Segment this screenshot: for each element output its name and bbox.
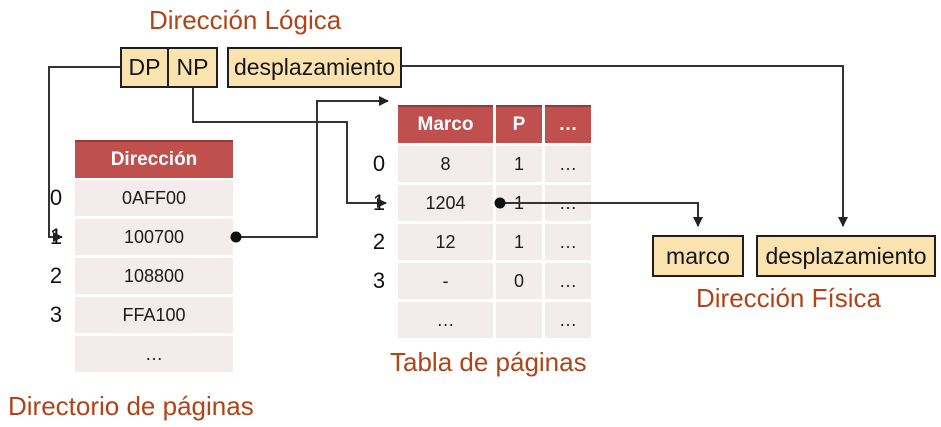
directory-row: 1 100700: [40, 219, 233, 255]
directory-row: 3 FFA100: [40, 297, 233, 333]
page-table-row-index: [363, 302, 395, 338]
physical-address-title: Dirección Física: [696, 283, 881, 313]
page-table-row: … …: [363, 302, 591, 338]
page-table-more-cell: …: [545, 263, 591, 299]
page-table-row: 2 12 1 …: [363, 224, 591, 260]
page-table-more-cell: …: [545, 302, 591, 338]
directory-caption: Directorio de páginas: [8, 391, 254, 421]
page-table-row-index: 0: [372, 151, 386, 176]
directory-row-value: …: [75, 336, 233, 372]
page-table-row: 3 - 0 …: [363, 263, 591, 299]
logical-address-dp-np-box: DP NP: [120, 47, 218, 88]
logical-address-title: Dirección Lógica: [149, 5, 342, 35]
page-table: Marco P … 0 8 1 … 1 1204 1 … 2 12 1 … 3 …: [363, 105, 591, 341]
directory-row-index: 0: [49, 185, 63, 210]
directory-row-value: 0AFF00: [75, 180, 233, 216]
directory-header-cell: Dirección: [75, 140, 233, 178]
directory-row-index: 3: [49, 302, 63, 327]
directory-row: 0 0AFF00: [40, 180, 233, 216]
directory-row-index: 1: [49, 224, 63, 249]
page-table-more-cell: …: [545, 146, 591, 182]
page-table-p-cell: 1: [496, 146, 542, 182]
page-table-row-index: 1: [372, 190, 386, 215]
page-table-more-cell: …: [545, 224, 591, 260]
page-table-marco-cell: …: [398, 302, 493, 338]
directory-row: 2 108800: [40, 258, 233, 294]
page-table-header-marco: Marco: [398, 105, 493, 143]
page-table-marco-cell: 12: [398, 224, 493, 260]
page-table-header-p: P: [496, 105, 542, 143]
physical-frame-field: marco: [652, 235, 744, 277]
page-table-marco-cell: 1204: [398, 185, 493, 221]
logical-offset-field: desplazamiento: [227, 47, 402, 88]
directory-row-value: FFA100: [75, 297, 233, 333]
dp-field: DP: [128, 54, 161, 80]
page-table-p-cell: 1: [496, 185, 542, 221]
page-table-marco-cell: -: [398, 263, 493, 299]
page-table-row: 1 1204 1 …: [363, 185, 591, 221]
directory-row-index: 2: [49, 263, 63, 288]
page-table-p-cell: [496, 302, 542, 338]
page-table-p-cell: 1: [496, 224, 542, 260]
directory-row-index: [40, 336, 72, 372]
page-table-caption: Tabla de páginas: [390, 347, 587, 377]
physical-offset-field: desplazamiento: [756, 235, 936, 277]
page-table-row: 0 8 1 …: [363, 146, 591, 182]
directory-row-value: 108800: [75, 258, 233, 294]
page-table-more-cell: …: [545, 185, 591, 221]
page-table-row-index: 2: [372, 229, 386, 254]
page-table-header-more: …: [545, 105, 591, 143]
np-field: NP: [167, 49, 216, 86]
page-table-marco-cell: 8: [398, 146, 493, 182]
page-directory-table: Dirección 0 0AFF00 1 100700 2 108800 3 F…: [40, 140, 233, 375]
directory-row-value: 100700: [75, 219, 233, 255]
page-table-row-index: 3: [372, 268, 386, 293]
directory-row: …: [40, 336, 233, 372]
page-table-p-cell: 0: [496, 263, 542, 299]
